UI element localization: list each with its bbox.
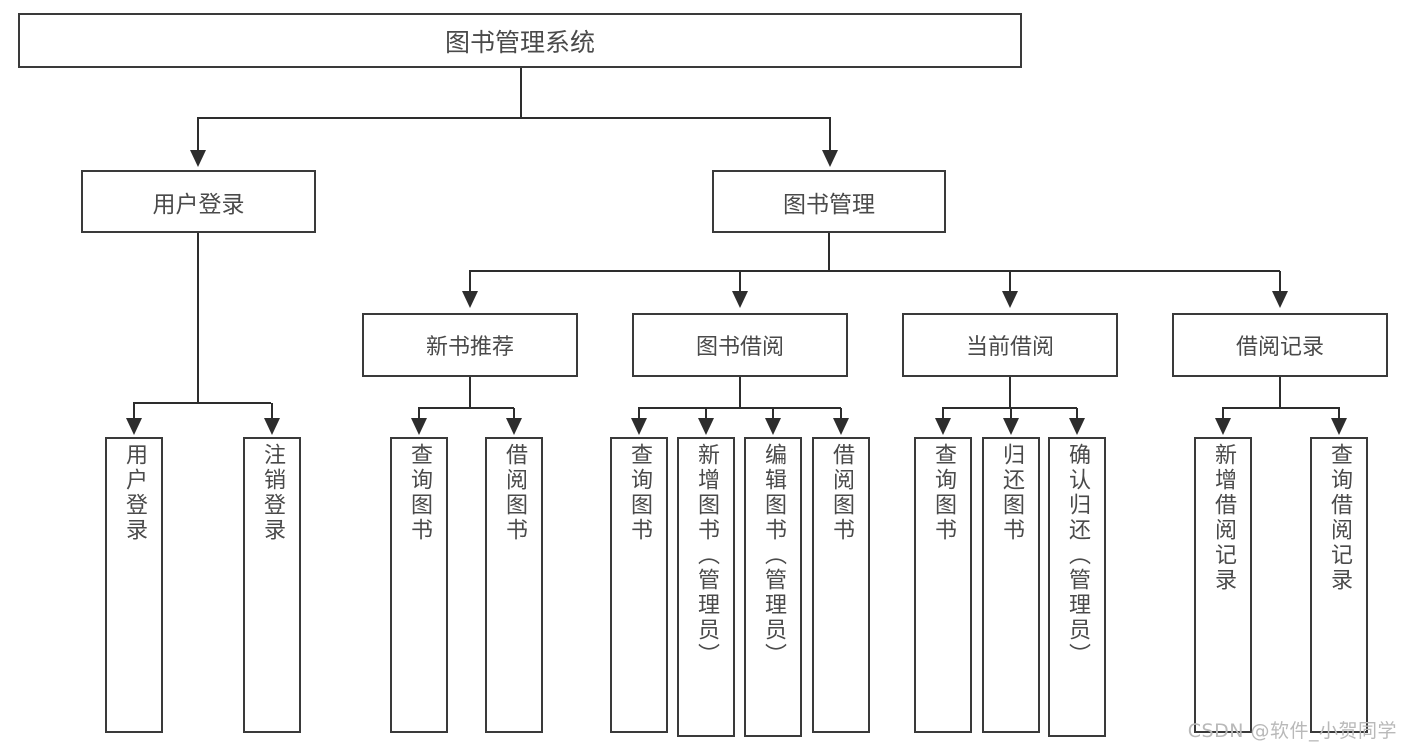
node-label: 用户登录 (122, 443, 147, 543)
leaf-bb-borrow-book[interactable]: 借阅图书 (812, 437, 870, 733)
connector-new-book-leaf2 (513, 408, 515, 421)
arrowhead-cb-leaf2 (1003, 418, 1019, 435)
connector-book-manage-bus (469, 270, 1280, 272)
arrowhead-cb-leaf3 (1069, 418, 1085, 435)
node-label: 图书管理系统 (444, 27, 595, 57)
leaf-cb-return-book[interactable]: 归还图书 (982, 437, 1040, 733)
node-label: 新增图书（管理员） (694, 443, 719, 668)
node-borrow-record[interactable]: 借阅记录 (1172, 313, 1388, 377)
arrowhead-borrow-record (1272, 291, 1288, 308)
node-book-manage[interactable]: 图书管理 (712, 170, 946, 233)
node-label: 查询借阅记录 (1327, 443, 1352, 593)
arrowhead-bb-leaf4 (833, 418, 849, 435)
node-label: 图书借阅 (695, 335, 784, 360)
node-label: 查询图书 (627, 443, 652, 543)
arrowhead-bb-leaf2 (698, 418, 714, 435)
leaf-bb-query-book[interactable]: 查询图书 (610, 437, 668, 733)
connector-user-login-stem (197, 233, 199, 403)
arrowhead-current-borrow (1002, 291, 1018, 308)
connector-to-new-book (469, 271, 471, 294)
node-label: 借阅图书 (502, 443, 527, 543)
connector-cb-leaf3 (1076, 408, 1078, 421)
connector-to-book-borrow (739, 271, 741, 294)
leaf-user-login[interactable]: 用户登录 (105, 437, 163, 733)
connector-current-borrow-stem (1009, 377, 1011, 408)
connector-user-login-leaf2 (271, 403, 273, 421)
leaf-br-query-record[interactable]: 查询借阅记录 (1310, 437, 1368, 733)
leaf-br-add-record[interactable]: 新增借阅记录 (1194, 437, 1252, 733)
leaf-logout[interactable]: 注销登录 (243, 437, 301, 733)
node-label: 借阅记录 (1235, 335, 1324, 360)
node-label: 图书管理 (783, 191, 875, 218)
connector-br-leaf1 (1222, 408, 1224, 421)
connector-cb-leaf2 (1010, 408, 1012, 421)
arrowhead-book-manage (822, 150, 838, 167)
connector-bb-leaf2 (705, 408, 707, 421)
connector-user-login-leaf1 (133, 403, 135, 421)
connector-borrow-record-stem (1279, 377, 1281, 408)
connector-br-leaf2 (1338, 408, 1340, 421)
connector-book-borrow-bus (638, 407, 841, 409)
connector-root-to-book-manage (829, 118, 831, 154)
connector-root-to-user-login (197, 118, 199, 154)
connector-root-stem (520, 68, 522, 118)
node-current-borrow[interactable]: 当前借阅 (902, 313, 1118, 377)
connector-new-book-leaf1 (418, 408, 420, 421)
node-label: 新书推荐 (425, 335, 514, 360)
node-label: 查询图书 (931, 443, 956, 543)
node-label: 借阅图书 (829, 443, 854, 543)
node-new-book-recommend[interactable]: 新书推荐 (362, 313, 578, 377)
node-label: 查询图书 (407, 443, 432, 543)
connector-bb-leaf3 (772, 408, 774, 421)
node-book-borrow[interactable]: 图书借阅 (632, 313, 848, 377)
node-label: 用户登录 (152, 191, 245, 218)
connector-current-borrow-bus (942, 407, 1077, 409)
arrowhead-cb-leaf1 (935, 418, 951, 435)
arrowhead-br-leaf1 (1215, 418, 1231, 435)
arrowhead-nb-leaf1 (411, 418, 427, 435)
leaf-nb-query-book[interactable]: 查询图书 (390, 437, 448, 733)
node-label: 注销登录 (260, 443, 285, 543)
arrowhead-new-book (462, 291, 478, 308)
arrowhead-leaf-logout (264, 418, 280, 435)
arrowhead-leaf-user-login (126, 418, 142, 435)
arrowhead-bb-leaf1 (631, 418, 647, 435)
node-label: 确认归还（管理员） (1065, 443, 1090, 668)
arrowhead-book-borrow (732, 291, 748, 308)
node-label: 当前借阅 (965, 335, 1054, 360)
arrowhead-nb-leaf2 (506, 418, 522, 435)
node-root-system[interactable]: 图书管理系统 (18, 13, 1022, 68)
leaf-nb-borrow-book[interactable]: 借阅图书 (485, 437, 543, 733)
leaf-cb-query-book[interactable]: 查询图书 (914, 437, 972, 733)
connector-borrow-record-bus (1222, 407, 1340, 409)
node-user-login[interactable]: 用户登录 (81, 170, 316, 233)
connector-bb-leaf1 (638, 408, 640, 421)
connector-book-borrow-stem (739, 377, 741, 408)
node-label: 编辑图书（管理员） (761, 443, 786, 668)
connector-cb-leaf1 (942, 408, 944, 421)
connector-new-book-bus (418, 407, 514, 409)
connector-to-borrow-record (1279, 271, 1281, 294)
node-label: 归还图书 (999, 443, 1024, 543)
arrowhead-user-login (190, 150, 206, 167)
connector-user-login-bus (133, 402, 271, 404)
connector-new-book-stem (469, 377, 471, 408)
connector-root-bus (197, 117, 831, 119)
leaf-bb-add-book-admin[interactable]: 新增图书（管理员） (677, 437, 735, 737)
leaf-bb-edit-book-admin[interactable]: 编辑图书（管理员） (744, 437, 802, 737)
leaf-cb-confirm-return-admin[interactable]: 确认归还（管理员） (1048, 437, 1106, 737)
arrowhead-br-leaf2 (1331, 418, 1347, 435)
node-label: 新增借阅记录 (1211, 443, 1236, 593)
connector-bb-leaf4 (840, 408, 842, 421)
connector-book-manage-stem (828, 233, 830, 271)
arrowhead-bb-leaf3 (765, 418, 781, 435)
connector-to-current-borrow (1009, 271, 1011, 294)
